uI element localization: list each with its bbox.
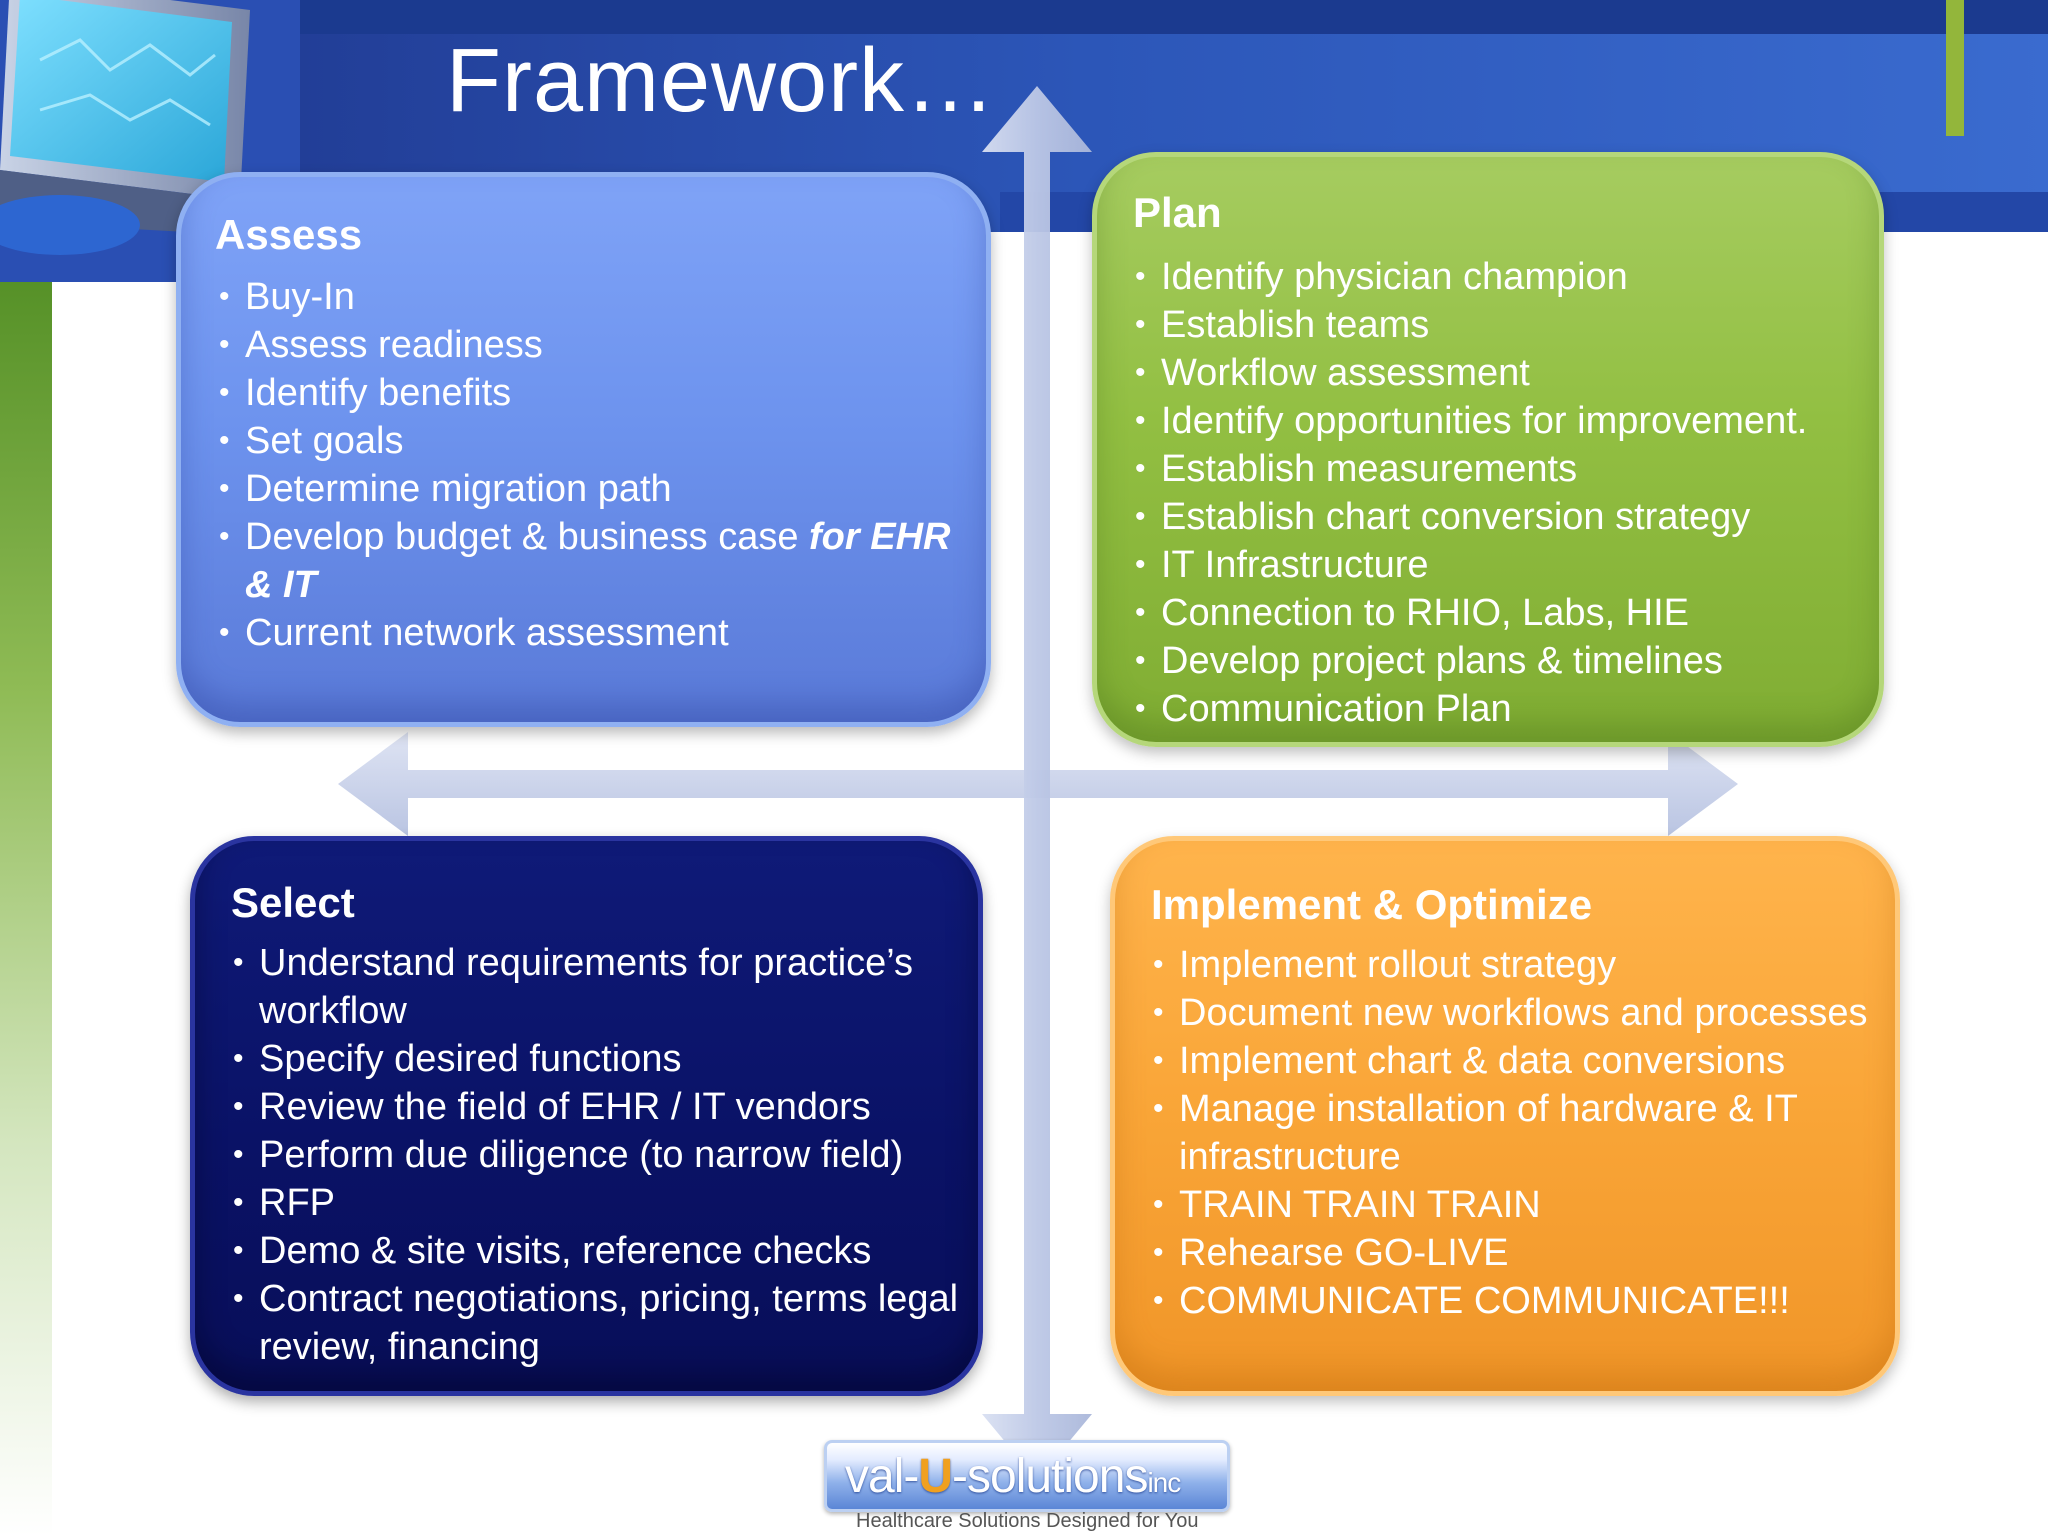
logo-tagline: Healthcare Solutions Designed for You [856,1510,1199,1532]
list-item: Specify desired functions [233,1035,963,1083]
logo-prefix: val- [845,1450,919,1503]
logo-inc: inc [1147,1467,1181,1498]
assess-quadrant: Assess Buy-In Assess readiness Identify … [176,172,991,727]
list-item: Contract negotiations, pricing, terms le… [233,1275,963,1371]
list-item: Demo & site visits, reference checks [233,1227,963,1275]
list-item: Determine migration path [219,465,959,513]
list-item: Current network assessment [219,609,959,657]
list-item: Connection to RHIO, Labs, HIE [1135,589,1875,637]
list-item: Workflow assessment [1135,349,1875,397]
assess-heading: Assess [215,211,363,258]
logo-wordmark: val-U-solutionsinc [845,1449,1181,1504]
vertical-axis-arrow [982,86,1092,1480]
list-item: Perform due diligence (to narrow field) [233,1131,963,1179]
list-item: Assess readiness [219,321,959,369]
logo-highlight: U [918,1450,953,1503]
company-logo: val-U-solutionsinc [824,1440,1230,1512]
list-item: Establish teams [1135,301,1875,349]
logo-suffix: -solutions [952,1450,1148,1503]
list-item: Set goals [219,417,959,465]
list-item: Implement rollout strategy [1153,941,1883,989]
assess-list: Buy-In Assess readiness Identify benefit… [219,273,959,657]
plan-list: Identify physician champion Establish te… [1135,253,1875,733]
list-item: Identify opportunities for improvement. [1135,397,1875,445]
list-item: Manage installation of hardware & IT inf… [1153,1085,1883,1181]
list-item: Implement chart & data conversions [1153,1037,1883,1085]
list-item-text: Develop budget & business case [245,516,810,558]
left-gradient-strip [0,232,52,1536]
list-item: Establish chart conversion strategy [1135,493,1875,541]
list-item: Identify physician champion [1135,253,1875,301]
list-item: Identify benefits [219,369,959,417]
list-item: RFP [233,1179,963,1227]
list-item: Communication Plan [1135,685,1875,733]
list-item: Document new workflows and processes [1153,989,1883,1037]
select-quadrant: Select Understand requirements for pract… [190,836,983,1396]
list-item-emphasis: for EHR & IT [245,516,951,606]
list-item: Rehearse GO-LIVE [1153,1229,1883,1277]
implement-quadrant: Implement & Optimize Implement rollout s… [1110,836,1900,1396]
select-heading: Select [231,879,355,926]
list-item: Develop project plans & timelines [1135,637,1875,685]
select-list: Understand requirements for practice’s w… [233,939,963,1371]
implement-list: Implement rollout strategy Document new … [1153,941,1883,1325]
slide-title: Framework… [446,31,997,131]
list-item: IT Infrastructure [1135,541,1875,589]
list-item: Review the field of EHR / IT vendors [233,1083,963,1131]
green-accent-bar [1946,0,1964,136]
list-item: COMMUNICATE COMMUNICATE!!! [1153,1277,1883,1325]
plan-heading: Plan [1133,189,1222,236]
plan-quadrant: Plan Identify physician champion Establi… [1092,152,1884,747]
list-item: Develop budget & business case for EHR &… [219,513,959,609]
list-item: Understand requirements for practice’s w… [233,939,963,1035]
implement-heading: Implement & Optimize [1151,881,1593,928]
header-band-top [300,0,2048,34]
list-item: TRAIN TRAIN TRAIN [1153,1181,1883,1229]
list-item: Establish measurements [1135,445,1875,493]
list-item: Buy-In [219,273,959,321]
